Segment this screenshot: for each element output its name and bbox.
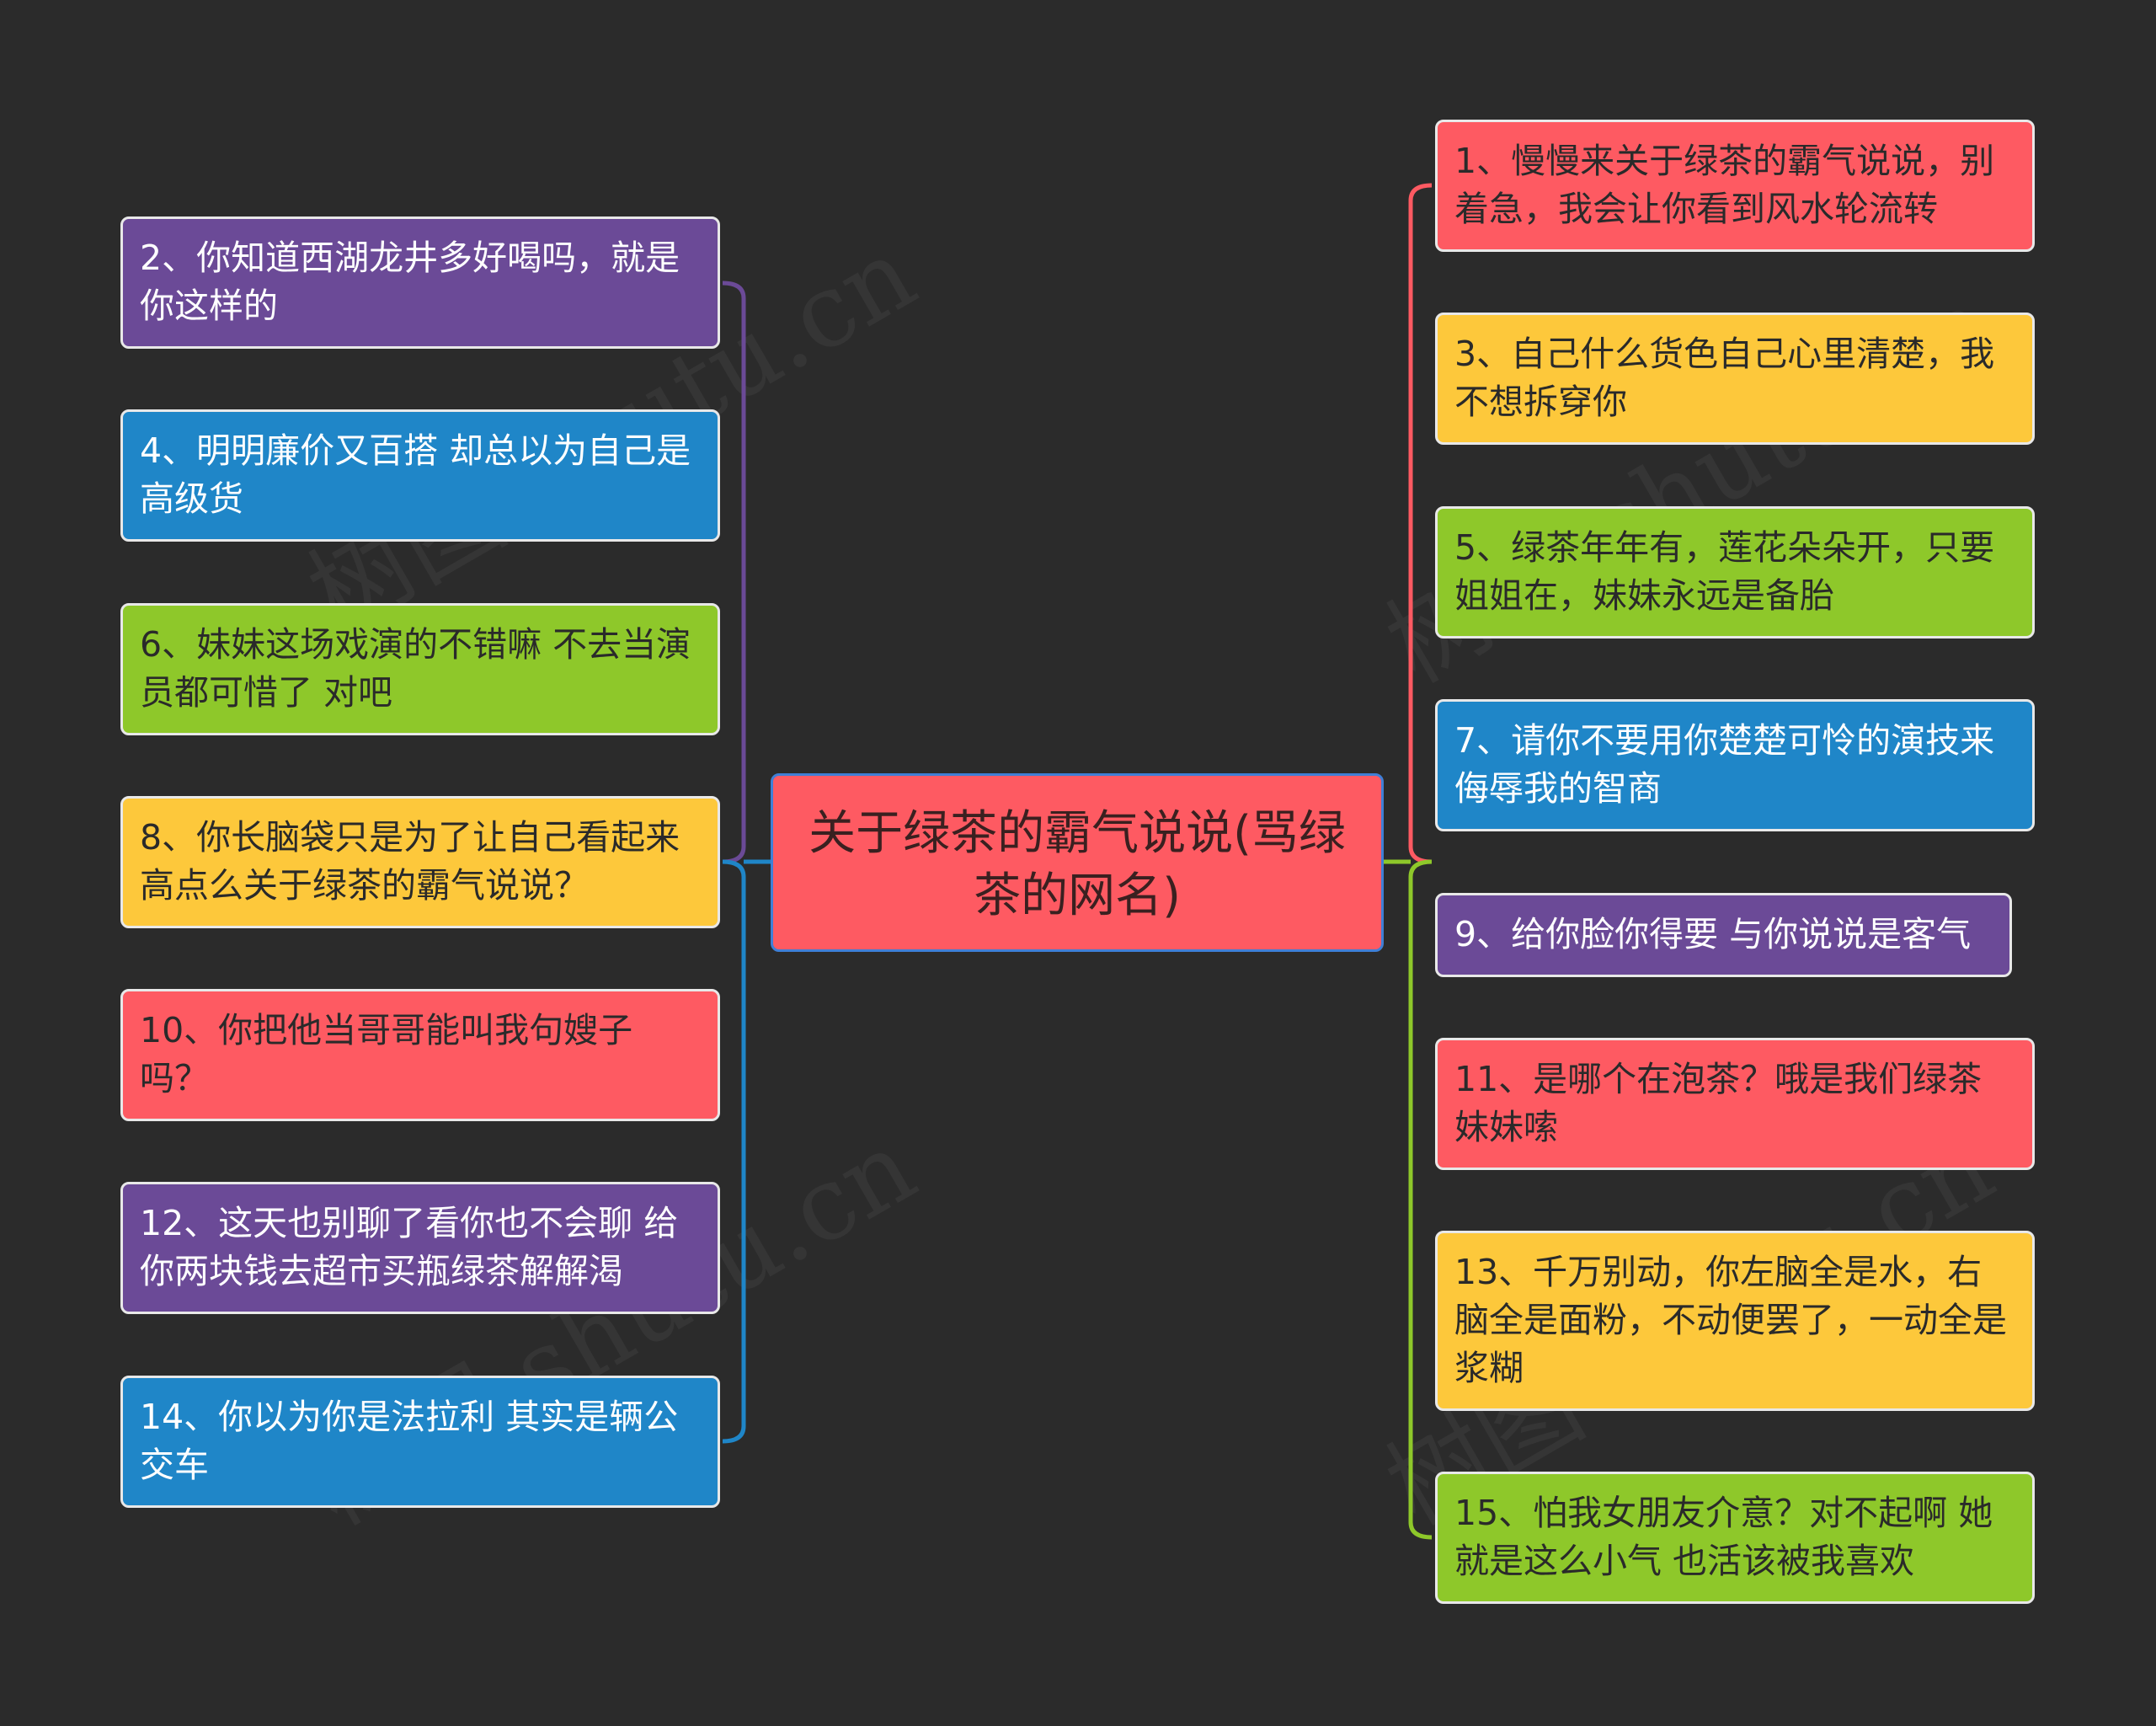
left-branch-node[interactable]: 14、你以为你是法拉利 其实是辆公交车	[120, 1376, 720, 1508]
right-branch-node[interactable]: 1、慢慢来关于绿茶的霸气说说，别着急，我会让你看到风水轮流转	[1435, 120, 2035, 252]
left-branch-node[interactable]: 8、你长脑袋只是为了让自己看起来高点么关于绿茶的霸气说说？	[120, 796, 720, 928]
left-branch-node[interactable]: 4、明明廉价又百搭 却总以为自己是高级货	[120, 409, 720, 542]
right-branch-node[interactable]: 13、千万别动，你左脑全是水，右脑全是面粉，不动便罢了，一动全是浆糊	[1435, 1231, 2035, 1411]
connector-bracket	[722, 859, 746, 1444]
right-branch-node[interactable]: 9、给你脸你得要 与你说说是客气	[1435, 893, 2012, 977]
central-topic[interactable]: 关于绿茶的霸气说说(骂绿茶的网名)	[771, 773, 1384, 952]
left-branch-node[interactable]: 2、你知道西湖龙井多好喝吗，就是你这样的	[120, 216, 720, 349]
left-branch-node[interactable]: 10、你把他当哥哥能叫我句嫂子吗？	[120, 989, 720, 1121]
right-branch-node[interactable]: 3、自己什么货色自己心里清楚，我不想拆穿你	[1435, 313, 2035, 445]
left-branch-node[interactable]: 6、妹妹这场戏演的不错嘛 不去当演员都可惜了 对吧	[120, 603, 720, 735]
connector-bracket	[1408, 859, 1433, 1540]
connector-bracket	[1408, 183, 1433, 864]
right-branch-node[interactable]: 11、是哪个在泡茶？哦是我们绿茶妹妹嗦	[1435, 1038, 2035, 1170]
connector-bracket	[722, 281, 746, 864]
right-branch-node[interactable]: 7、请你不要用你楚楚可怜的演技来侮辱我的智商	[1435, 699, 2035, 831]
right-branch-node[interactable]: 5、绿茶年年有，莲花朵朵开，只要姐姐在，妹妹永远是备胎	[1435, 506, 2035, 639]
right-branch-node[interactable]: 15、怕我女朋友介意？对不起啊 她就是这么小气 也活该被我喜欢	[1435, 1472, 2035, 1604]
left-branch-node[interactable]: 12、这天也别聊了看你也不会聊 给你两块钱去超市买瓶绿茶解解渴	[120, 1182, 720, 1314]
